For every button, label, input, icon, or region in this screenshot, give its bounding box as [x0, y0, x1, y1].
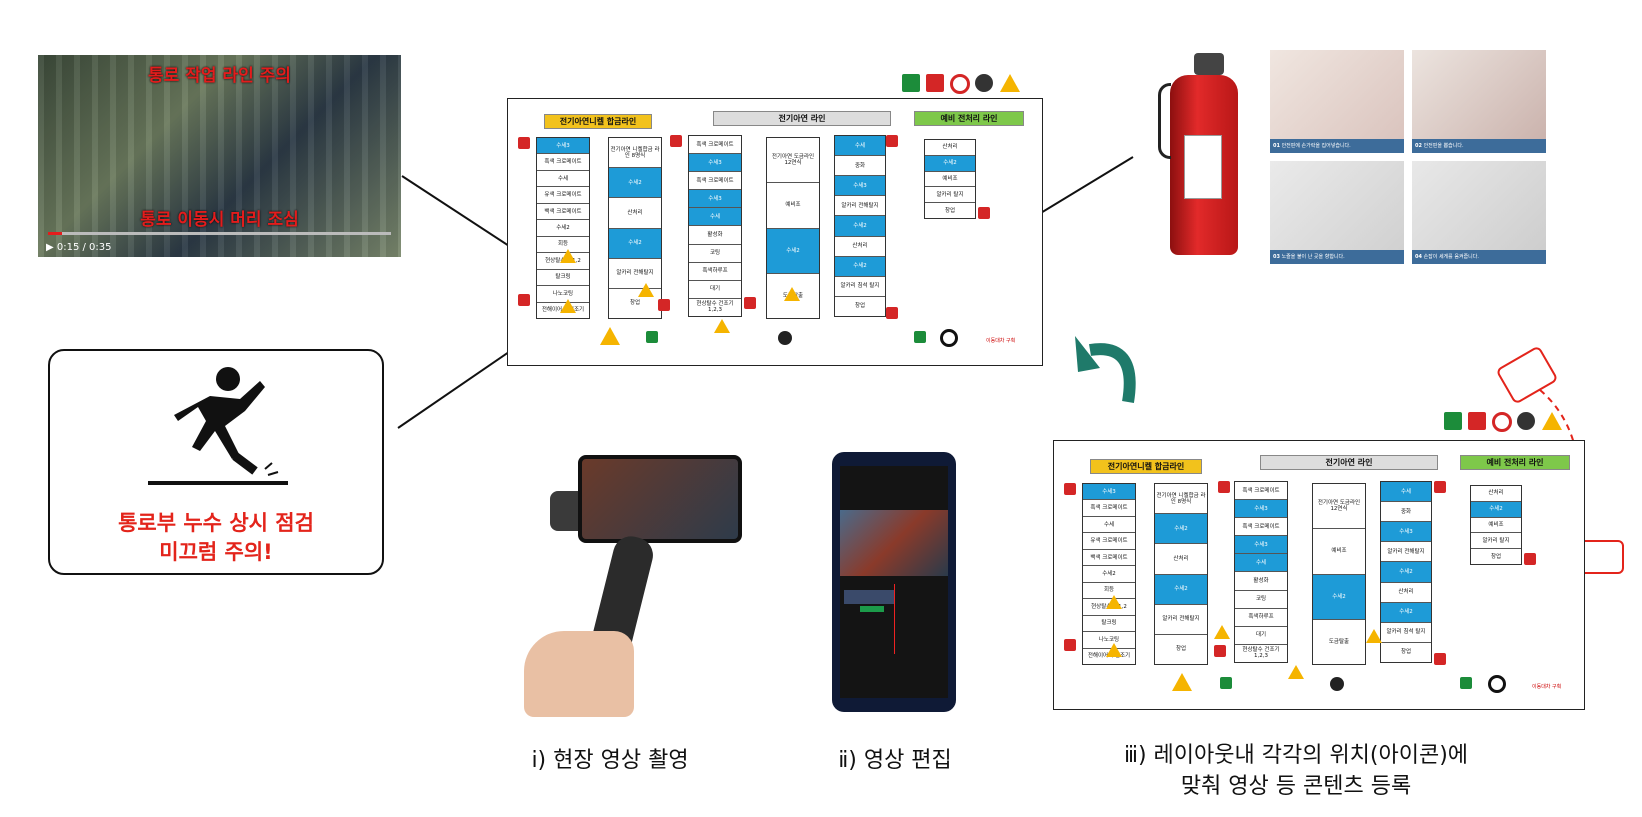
warning-icon: [1542, 412, 1562, 430]
usage-step-1: 01 안전핀에 손가락을 집어넣습니다.: [1270, 50, 1404, 153]
extinguisher-marker-icon[interactable]: [1434, 653, 1446, 665]
extinguisher-marker-icon[interactable]: [886, 135, 898, 147]
extinguisher-marker-icon[interactable]: [1434, 481, 1446, 493]
slipping-person-icon: [148, 367, 288, 485]
line-header-3: 예비 전처리 라인: [1460, 455, 1570, 470]
video-progress-bar[interactable]: [48, 232, 391, 235]
no-entry-marker-icon[interactable]: [1488, 675, 1506, 693]
gimbal-camera-image: [514, 455, 744, 717]
no-entry-marker-icon[interactable]: [940, 329, 958, 347]
step-3-caption: ⅲ) 레이아웃내 각각의 위치(아이콘)에 맞춰 영상 등 콘텐츠 등록: [1123, 743, 1469, 799]
marker-5-icon: [784, 287, 800, 301]
emergency-exit-icon: [1444, 412, 1462, 430]
extinguisher-marker-icon[interactable]: [518, 137, 530, 149]
step-1-caption: ⅰ) 현장 영상 촬영: [531, 748, 689, 773]
line-header-3: 예비 전처리 라인: [914, 111, 1024, 126]
marker-4-icon: [1214, 625, 1230, 639]
timeline-audio[interactable]: [860, 606, 884, 612]
marker-0-icon: [1172, 673, 1192, 691]
legend-label: 이동대차 구획: [1532, 684, 1562, 690]
extinguisher-marker-icon[interactable]: [658, 299, 670, 311]
video-editing-phone: [832, 452, 956, 712]
warning-icon: [1000, 74, 1020, 92]
fire-extinguisher-image: [1158, 53, 1252, 258]
video-time: ▶ 0:15 / 0:35: [46, 242, 112, 253]
line-header-1: 전기아연니켈 합금라인: [544, 114, 652, 129]
exit-marker-icon[interactable]: [914, 331, 926, 343]
marker-3-icon: [1106, 595, 1122, 609]
marker-3-icon: [560, 249, 576, 263]
extinguisher-marker-icon[interactable]: [978, 207, 990, 219]
extinguisher-marker-icon[interactable]: [1064, 639, 1076, 651]
video-top-caption: 통로 작업 라인 주의: [148, 66, 291, 86]
usage-step-2: 02 안전핀을 뽑습니다.: [1412, 50, 1546, 153]
extinguisher-marker-icon[interactable]: [518, 294, 530, 306]
playhead[interactable]: [894, 584, 895, 654]
line-header-2: 전기아연 라인: [713, 111, 891, 126]
extinguisher-marker-icon[interactable]: [1524, 553, 1536, 565]
fire-extinguisher-icon: [1468, 412, 1486, 430]
video-bottom-caption: 통로 이동시 머리 조심: [140, 210, 299, 230]
extinguisher-marker-icon[interactable]: [1218, 481, 1230, 493]
curved-arrow-icon: [1089, 343, 1136, 403]
usage-step-3: 03 노즐을 불이 난 곳을 향합니다.: [1270, 161, 1404, 264]
curved-arrow-head-icon: [1075, 336, 1100, 372]
marker-2-icon: [1106, 643, 1122, 657]
extinguisher-marker-icon[interactable]: [1214, 645, 1226, 657]
extinguisher-marker-icon[interactable]: [1064, 483, 1076, 495]
extinguisher-marker-icon[interactable]: [886, 307, 898, 319]
marker-4-icon: [638, 283, 654, 297]
site-video-thumbnail[interactable]: 통로 작업 라인 주의 통로 이동시 머리 조심 ▶ 0:15 / 0:35: [38, 55, 401, 257]
usage-step-4: 04 손잡이 세게를 움켜줍니다.: [1412, 161, 1546, 264]
slip-warning-text: 통로부 누수 상시 점검 미끄럼 주의!: [118, 511, 314, 564]
wifi-marker-icon[interactable]: [778, 331, 792, 345]
fire-extinguisher-icon: [926, 74, 944, 92]
slip-warning-sign: 통로부 누수 상시 점검 미끄럼 주의!: [48, 349, 384, 575]
marker-2-icon: [560, 299, 576, 313]
extinguisher-marker-icon[interactable]: [670, 135, 682, 147]
editing-preview: [840, 510, 948, 576]
marker-5-icon: [1366, 629, 1382, 643]
wifi-marker-icon[interactable]: [1330, 677, 1344, 691]
video-frame: [38, 55, 401, 257]
safety-icon-strip-2: [1444, 410, 1568, 432]
prohibition-icon: [1492, 412, 1512, 432]
marker-6-icon: [1288, 665, 1304, 679]
wifi-icon: [975, 74, 993, 92]
legend-label: 이동대차 구획: [986, 338, 1016, 344]
exit-marker-icon[interactable]: [1220, 677, 1232, 689]
marker-0-icon: [600, 327, 620, 345]
safety-icon-strip: [902, 72, 1026, 94]
exit-marker-icon[interactable]: [646, 331, 658, 343]
line-header-1: 전기아연니켈 합금라인: [1090, 459, 1202, 474]
emergency-exit-icon: [902, 74, 920, 92]
timeline-clip[interactable]: [844, 590, 894, 604]
wifi-icon: [1517, 412, 1535, 430]
prohibition-icon: [950, 74, 970, 94]
line-header-2: 전기아연 라인: [1260, 455, 1438, 470]
extinguisher-usage-grid: 01 안전핀에 손가락을 집어넣습니다. 02 안전핀을 뽑습니다. 03 노즐…: [1270, 50, 1546, 264]
marker-6-icon: [714, 319, 730, 333]
exit-marker-icon[interactable]: [1460, 677, 1472, 689]
extinguisher-marker-icon[interactable]: [744, 297, 756, 309]
step-2-caption: ⅱ) 영상 편집: [838, 748, 952, 773]
